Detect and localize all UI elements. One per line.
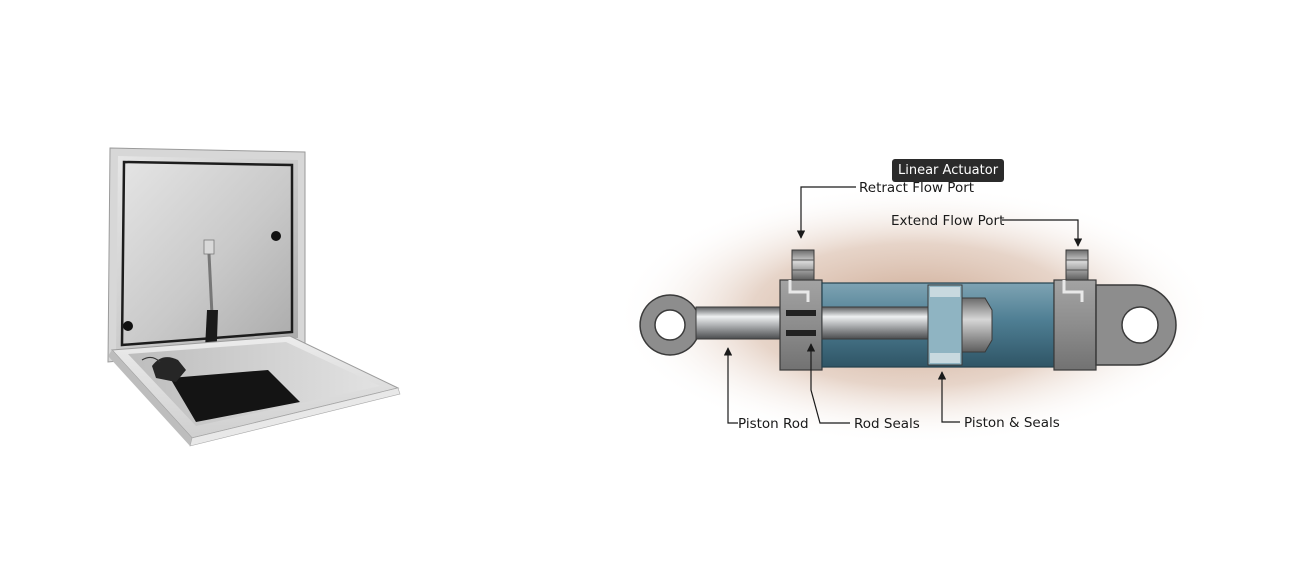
hydraulic-cylinder-diagram: Retract Flow Port Extend Flow Port Pisto… xyxy=(615,180,1215,445)
piston-seals-leader xyxy=(937,371,960,423)
extend-flow-port-label: Extend Flow Port xyxy=(891,213,1004,229)
extend-port-leader xyxy=(1002,219,1083,247)
piston-rod-leader xyxy=(723,347,738,424)
retract-port-leader xyxy=(796,186,856,239)
left-end-cap xyxy=(779,279,823,371)
rod-seals-leader xyxy=(806,343,850,424)
hatch-motor xyxy=(152,357,186,382)
hatch-lid xyxy=(107,147,306,363)
hatch-curb xyxy=(108,335,401,447)
rod-seals-label: Rod Seals xyxy=(854,416,920,432)
piston-seals-label: Piston & Seals xyxy=(964,415,1060,431)
right-end-cap xyxy=(1053,279,1177,371)
linear-actuator-tooltip: Linear Actuator xyxy=(892,159,1005,182)
piston-rod-label: Piston Rod xyxy=(738,416,809,432)
roof-hatch-image xyxy=(107,147,401,447)
lid-bolt xyxy=(271,231,281,241)
extend-port-fitting xyxy=(1065,249,1089,281)
retract-port-fitting xyxy=(791,249,815,281)
hatch-opening xyxy=(170,370,300,422)
rod-end-eye xyxy=(639,294,701,356)
lid-bolt xyxy=(123,321,133,331)
retract-flow-port-label: Retract Flow Port xyxy=(859,180,974,196)
piston xyxy=(927,284,993,366)
